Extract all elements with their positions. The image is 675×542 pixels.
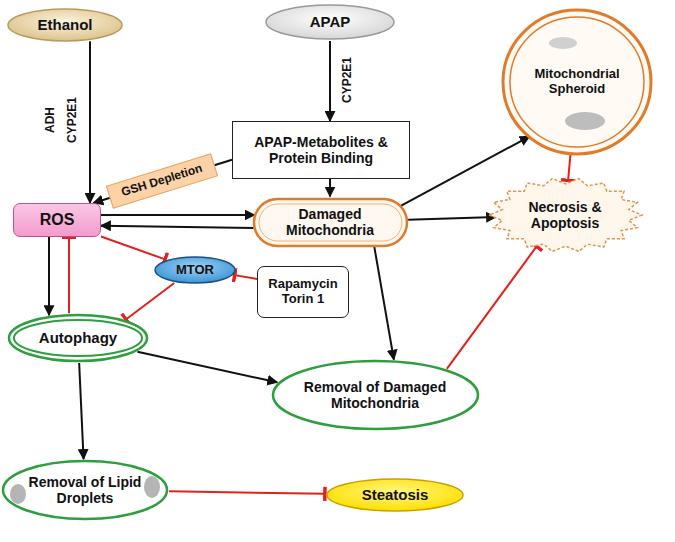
node-label: Damaged Mitochondria — [273, 206, 388, 238]
arrow-connector — [137, 352, 277, 383]
node-label: Ethanol — [38, 16, 93, 33]
banner-label: GSH Depletion — [106, 153, 218, 209]
node-label: GSH Depletion — [120, 162, 204, 200]
enzyme-label: ADH — [43, 107, 57, 133]
arrow-connector — [408, 217, 496, 220]
node-label: APAP-Metabolites & Protein Binding — [239, 134, 403, 166]
node-label: ROS — [40, 211, 75, 229]
inhibition-connector — [568, 153, 571, 181]
process-ellipse: Removal of Lipid Droplets — [1, 459, 169, 521]
node-label: MTOR — [176, 263, 214, 278]
node-label: Mitochondrial Spheroid — [520, 67, 634, 97]
inhibition-connector — [447, 246, 537, 369]
start-ellipse: Ethanol — [6, 7, 124, 43]
node-label: Steatosis — [362, 486, 429, 503]
drug-box: Rapamycin Torin 1 — [257, 266, 349, 318]
target-ellipse: MTOR — [153, 255, 237, 285]
outcome-ellipse: Steatosis — [325, 477, 465, 513]
arrow-connector — [329, 179, 331, 197]
node-label: Autophagy — [39, 329, 117, 346]
arrow-connector — [101, 214, 255, 216]
node-label: APAP — [310, 13, 351, 30]
process-ellipse: Autophagy — [7, 313, 149, 363]
outcome-burst: Necrosis & Apoptosis — [487, 176, 644, 254]
arrow-connector — [374, 243, 394, 359]
enzyme-label: CYP2E1 — [65, 97, 79, 143]
arrow-connector — [48, 237, 50, 315]
enzyme-label: CYP2E1 — [340, 57, 354, 103]
node-label: Rapamycin Torin 1 — [264, 277, 342, 307]
inhibition-connector — [234, 275, 257, 279]
node-label: Removal of Damaged Mitochondria — [300, 379, 451, 411]
inhibition-connector — [169, 491, 325, 494]
inhibition-connector — [126, 283, 174, 319]
process-box: ROS — [13, 203, 101, 237]
node-label: Removal of Lipid Droplets — [23, 474, 147, 506]
inhibition-connector — [68, 237, 70, 313]
start-ellipse: APAP — [264, 3, 396, 41]
arrow-connector — [329, 41, 331, 121]
node-label: Necrosis & Apoptosis — [508, 199, 623, 231]
arrow-connector — [101, 226, 254, 228]
process-ellipse: Removal of Damaged Mitochondria — [271, 359, 480, 431]
arrow-connector — [89, 41, 91, 203]
mitochondrion-node: Mitochondrial Spheroid — [500, 7, 654, 157]
inhibition-connector — [101, 237, 165, 260]
process-box: APAP-Metabolites & Protein Binding — [232, 121, 410, 179]
arrow-connector — [79, 363, 83, 459]
mitochondrion-node: Damaged Mitochondria — [252, 197, 409, 248]
